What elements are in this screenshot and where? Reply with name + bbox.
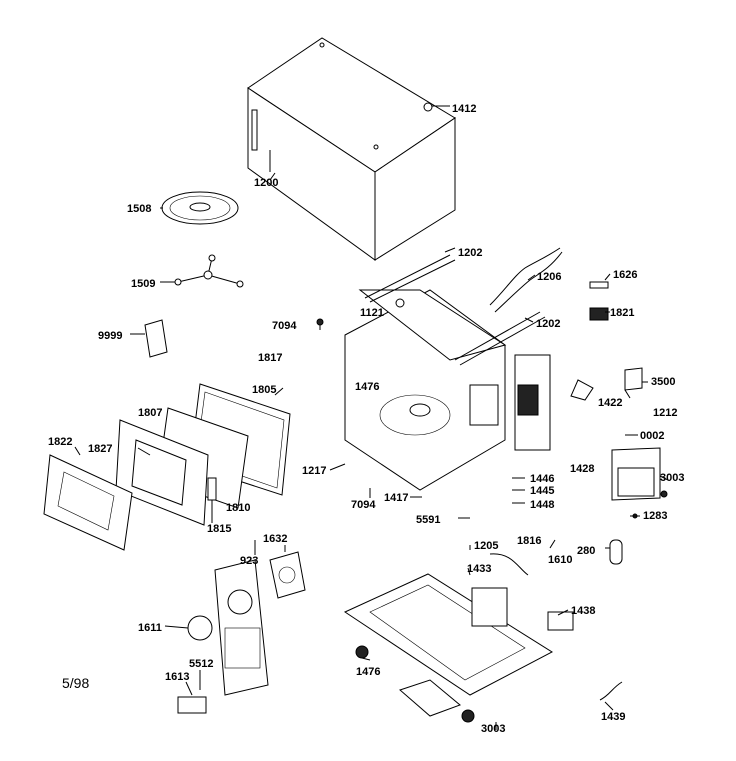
label-1611: 1611	[138, 622, 162, 634]
label-1439: 1439	[601, 711, 625, 723]
label-1446: 1446	[530, 473, 554, 485]
label-1417: 1417	[384, 492, 408, 504]
label-1283: 1283	[643, 510, 667, 522]
label-1827: 1827	[88, 443, 112, 455]
label-280: 280	[577, 545, 595, 557]
outer-case	[247, 37, 456, 261]
label-1121: 1121	[360, 307, 384, 319]
label-1476-base: 1476	[356, 666, 380, 678]
label-1206: 1206	[537, 271, 561, 283]
control-panel	[177, 551, 306, 714]
label-1810: 1810	[226, 502, 250, 514]
power-cord	[489, 247, 561, 306]
label-1816: 1816	[517, 535, 541, 547]
label-1632: 1632	[263, 533, 287, 545]
label-1508: 1508	[127, 203, 151, 215]
roller-support	[160, 254, 244, 288]
label-3003-bottom: 3003	[481, 723, 505, 735]
owner-manual	[130, 319, 168, 358]
label-0002: 0002	[640, 430, 664, 442]
label-1433: 1433	[467, 563, 491, 575]
label-1817: 1817	[258, 352, 282, 364]
label-1805: 1805	[252, 384, 276, 396]
date-note: 5/98	[62, 675, 89, 691]
door-assembly	[43, 383, 291, 551]
oven-cavity	[316, 254, 551, 491]
base-plate	[343, 553, 623, 723]
side-components	[570, 281, 668, 565]
label-3500: 3500	[651, 376, 675, 388]
label-1815: 1815	[207, 523, 231, 535]
label-1445: 1445	[530, 485, 554, 497]
label-1807: 1807	[138, 407, 162, 419]
leader-lines	[74, 172, 669, 730]
label-1610: 1610	[548, 554, 572, 566]
label-1822: 1822	[48, 436, 72, 448]
label-1438: 1438	[571, 605, 595, 617]
turntable-tray	[160, 191, 239, 225]
label-1422: 1422	[598, 397, 622, 409]
label-1448: 1448	[530, 499, 554, 511]
label-1613: 1613	[165, 671, 189, 683]
label-7094-bottom: 7094	[351, 499, 376, 511]
label-1217: 1217	[302, 465, 326, 477]
label-5512: 5512	[189, 658, 213, 670]
label-1202-top: 1202	[458, 247, 482, 259]
label-1509: 1509	[131, 278, 155, 290]
label-1476-cavity: 1476	[355, 381, 379, 393]
label-1412: 1412	[452, 103, 476, 115]
label-1212: 1212	[653, 407, 677, 419]
label-7094-top: 7094	[272, 320, 297, 332]
label-1205: 1205	[474, 540, 498, 552]
label-9999: 9999	[98, 330, 122, 342]
label-1626: 1626	[613, 269, 637, 281]
part-labels: 1412 1200 1508 1509 1202 1206 1626 1121 …	[48, 103, 684, 735]
label-5591: 5591	[416, 514, 440, 526]
label-1821: 1821	[610, 307, 634, 319]
label-1200: 1200	[254, 177, 278, 189]
label-3003-right: 3003	[660, 472, 684, 484]
label-1202-side: 1202	[536, 318, 560, 330]
label-1428: 1428	[570, 463, 594, 475]
label-923: 923	[240, 555, 258, 567]
